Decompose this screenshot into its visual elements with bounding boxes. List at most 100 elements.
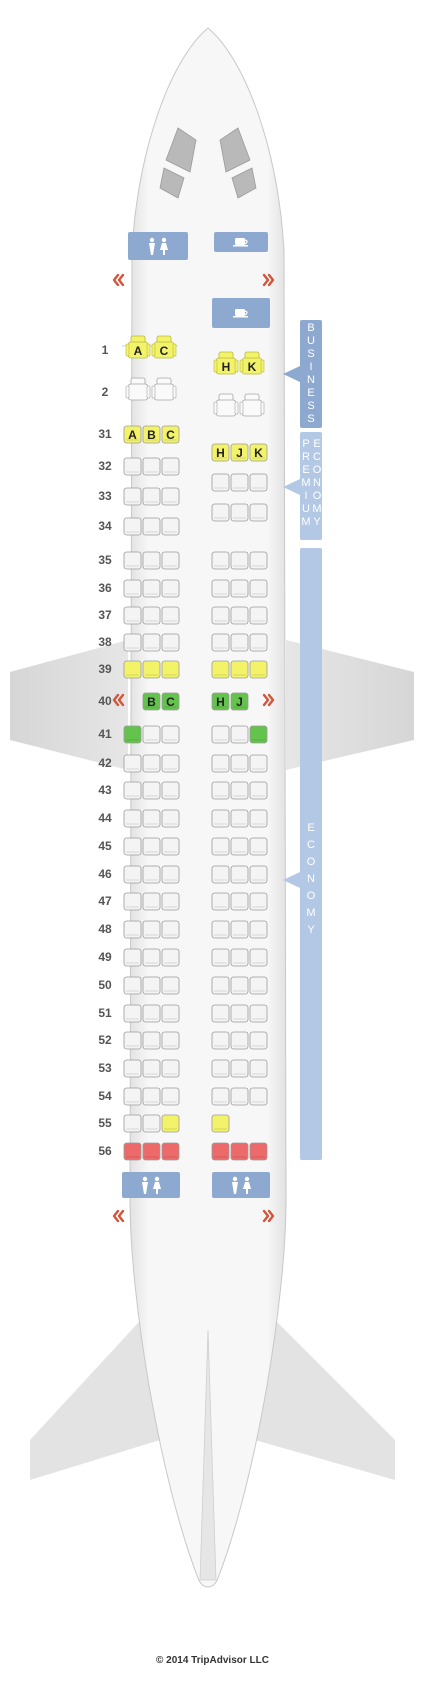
seat[interactable] <box>249 976 268 995</box>
business-seat[interactable] <box>151 377 177 401</box>
seat[interactable] <box>230 1087 249 1106</box>
seat[interactable] <box>211 1031 230 1050</box>
seat[interactable] <box>123 892 142 911</box>
seat[interactable]: J <box>230 692 249 711</box>
seat[interactable] <box>161 579 180 598</box>
business-seat[interactable]: K <box>239 351 265 375</box>
seat[interactable] <box>211 725 230 744</box>
seat[interactable] <box>123 457 142 476</box>
business-seat[interactable]: C <box>151 335 177 359</box>
seat[interactable] <box>123 660 142 679</box>
seat[interactable] <box>161 1031 180 1050</box>
seat[interactable] <box>230 1059 249 1078</box>
seat[interactable] <box>230 551 249 570</box>
seat[interactable] <box>230 809 249 828</box>
seat[interactable] <box>249 551 268 570</box>
seat[interactable] <box>211 1114 230 1133</box>
seat[interactable] <box>161 606 180 625</box>
seat[interactable] <box>249 837 268 856</box>
seat[interactable]: H <box>211 692 230 711</box>
seat[interactable] <box>230 976 249 995</box>
seat[interactable] <box>142 976 161 995</box>
seat[interactable] <box>249 754 268 773</box>
seat[interactable] <box>211 1059 230 1078</box>
seat[interactable] <box>123 517 142 536</box>
seat[interactable] <box>211 754 230 773</box>
seat[interactable]: A <box>123 425 142 444</box>
seat[interactable] <box>230 660 249 679</box>
seat[interactable] <box>249 781 268 800</box>
business-seat[interactable] <box>213 393 239 417</box>
seat[interactable] <box>161 633 180 652</box>
business-seat[interactable] <box>239 393 265 417</box>
seat[interactable] <box>249 579 268 598</box>
seat[interactable] <box>230 503 249 522</box>
seat[interactable] <box>161 809 180 828</box>
seat[interactable] <box>230 725 249 744</box>
seat[interactable] <box>161 1087 180 1106</box>
seat[interactable] <box>123 1004 142 1023</box>
seat[interactable] <box>142 948 161 967</box>
seat[interactable] <box>123 487 142 506</box>
seat[interactable] <box>230 781 249 800</box>
seat[interactable] <box>142 920 161 939</box>
seat[interactable]: H <box>211 443 230 462</box>
seat[interactable] <box>249 633 268 652</box>
seat[interactable] <box>142 754 161 773</box>
seat[interactable] <box>230 633 249 652</box>
seat[interactable] <box>161 1004 180 1023</box>
seat[interactable] <box>123 976 142 995</box>
seat[interactable] <box>142 633 161 652</box>
seat[interactable] <box>123 781 142 800</box>
seat[interactable] <box>230 920 249 939</box>
seat[interactable] <box>211 1004 230 1023</box>
business-seat[interactable] <box>125 377 151 401</box>
seat[interactable] <box>161 1059 180 1078</box>
seat[interactable] <box>230 892 249 911</box>
seat[interactable] <box>211 892 230 911</box>
seat[interactable]: K <box>249 443 268 462</box>
seat[interactable] <box>142 660 161 679</box>
seat[interactable] <box>123 754 142 773</box>
seat[interactable] <box>142 892 161 911</box>
seat[interactable] <box>249 892 268 911</box>
seat[interactable] <box>123 725 142 744</box>
seat[interactable] <box>211 473 230 492</box>
seat[interactable] <box>161 457 180 476</box>
seat[interactable] <box>142 457 161 476</box>
seat[interactable] <box>142 1114 161 1133</box>
seat[interactable] <box>161 865 180 884</box>
seat[interactable] <box>123 633 142 652</box>
seat[interactable] <box>211 1087 230 1106</box>
seat[interactable] <box>161 837 180 856</box>
seat[interactable] <box>161 976 180 995</box>
seat[interactable] <box>161 551 180 570</box>
seat[interactable] <box>211 781 230 800</box>
seat[interactable] <box>123 809 142 828</box>
seat[interactable] <box>142 1087 161 1106</box>
seat[interactable] <box>161 517 180 536</box>
seat[interactable] <box>123 865 142 884</box>
seat[interactable] <box>230 1031 249 1050</box>
seat[interactable] <box>230 606 249 625</box>
seat[interactable] <box>142 781 161 800</box>
seat[interactable] <box>161 920 180 939</box>
seat[interactable] <box>123 837 142 856</box>
seat[interactable] <box>230 1142 249 1161</box>
seat[interactable] <box>249 473 268 492</box>
seat[interactable] <box>230 579 249 598</box>
seat[interactable] <box>249 503 268 522</box>
seat[interactable] <box>230 473 249 492</box>
seat[interactable] <box>249 1004 268 1023</box>
seat[interactable] <box>161 781 180 800</box>
seat[interactable] <box>161 948 180 967</box>
seat[interactable] <box>142 865 161 884</box>
business-seat[interactable]: H <box>213 351 239 375</box>
seat[interactable] <box>211 633 230 652</box>
seat[interactable] <box>142 809 161 828</box>
seat[interactable] <box>142 725 161 744</box>
seat[interactable] <box>123 551 142 570</box>
seat[interactable] <box>161 487 180 506</box>
seat[interactable]: C <box>161 692 180 711</box>
seat[interactable] <box>161 660 180 679</box>
